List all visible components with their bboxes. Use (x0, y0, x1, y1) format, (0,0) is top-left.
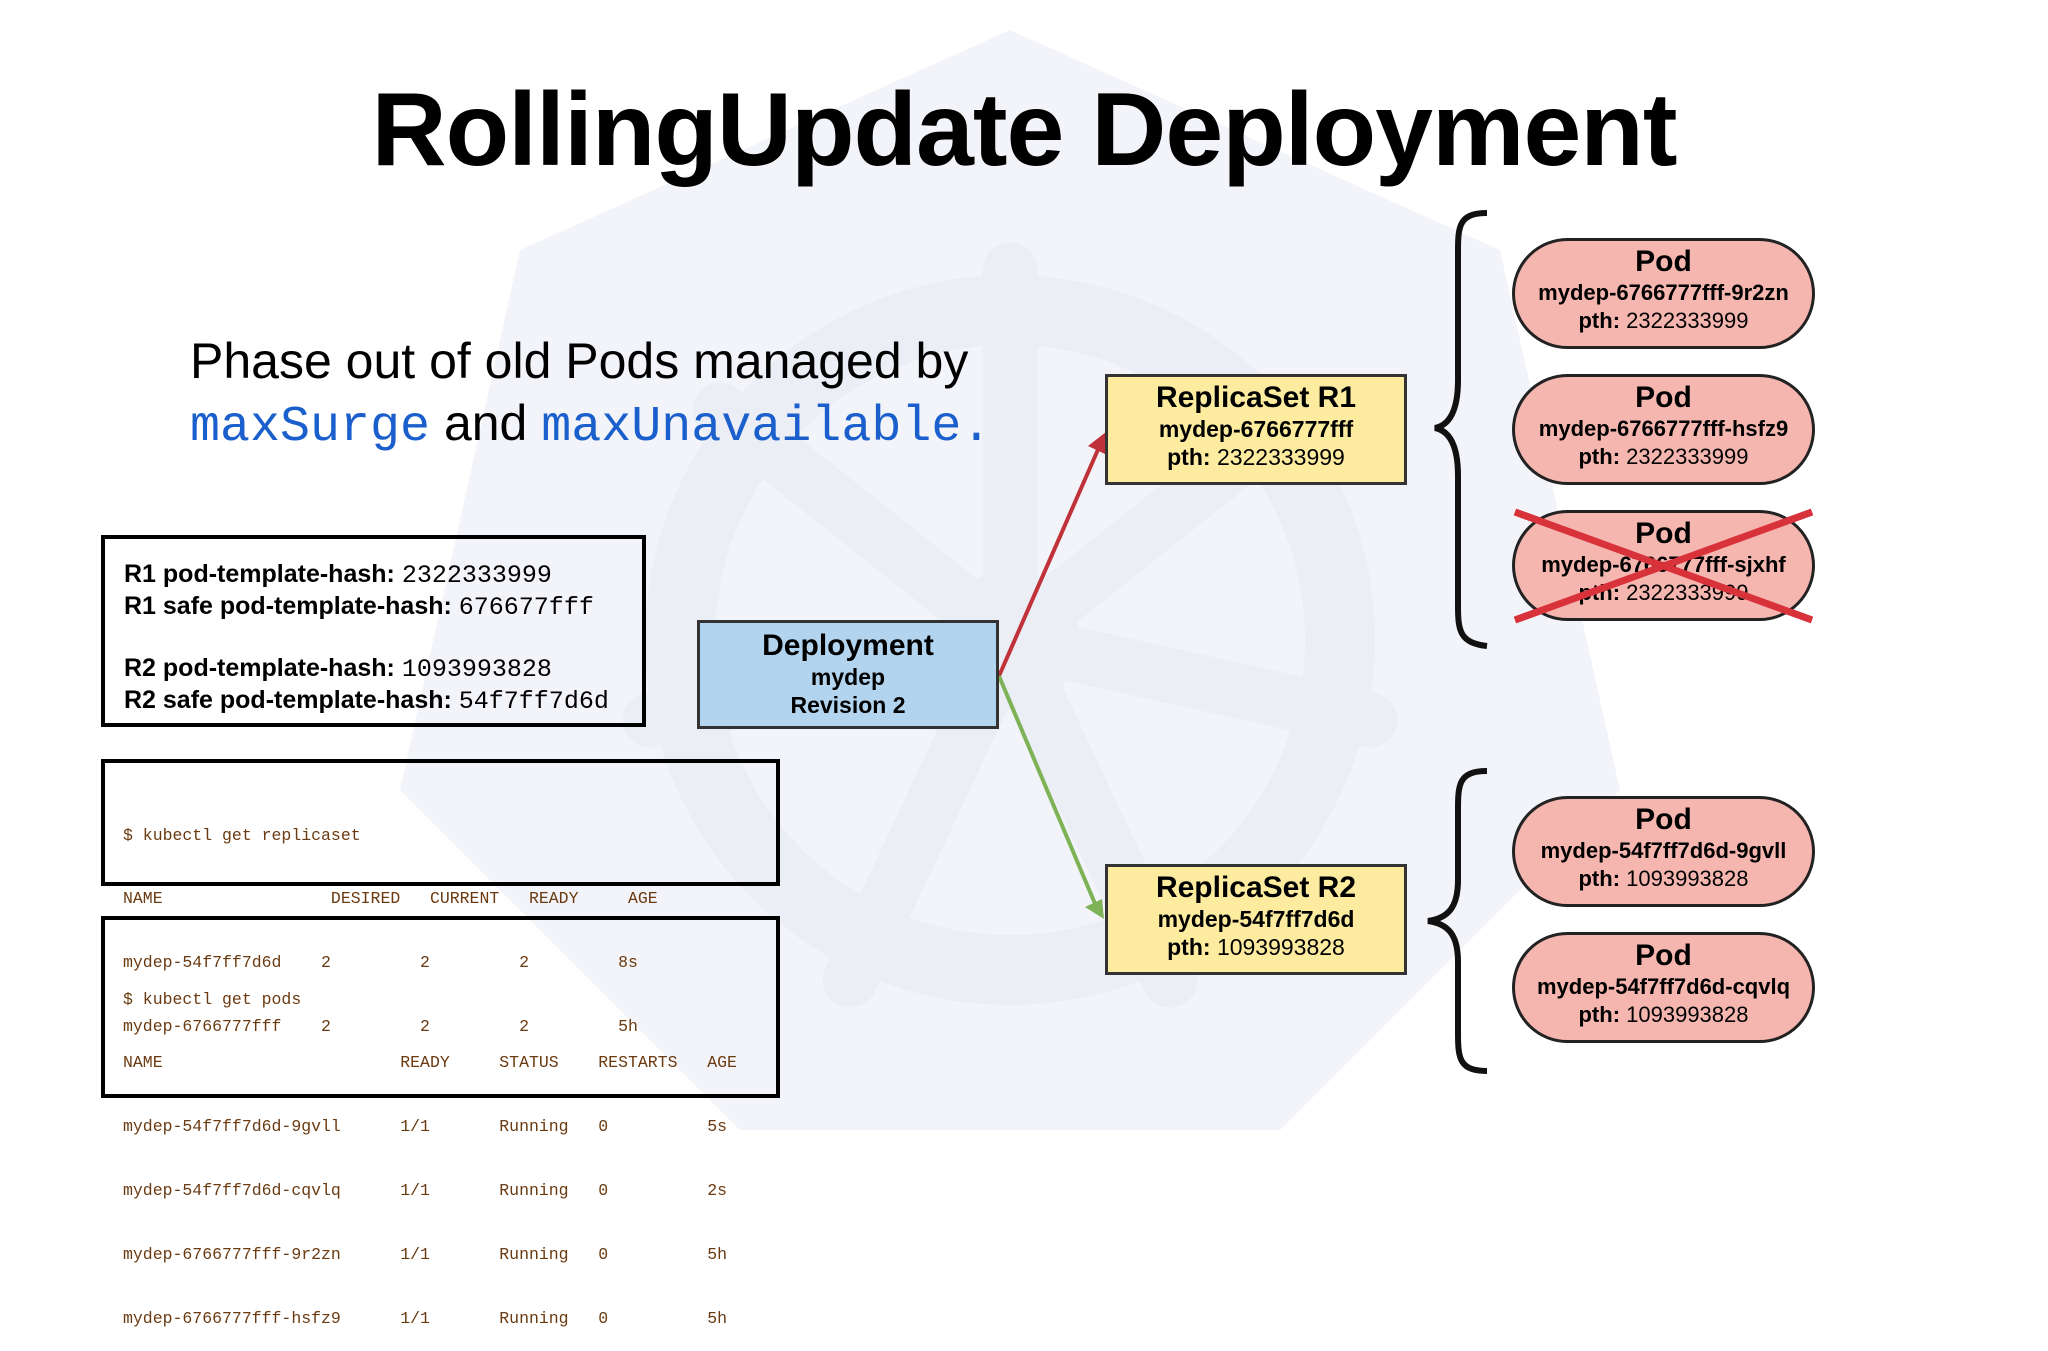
hash-label: R1 pod-template-hash: (124, 560, 395, 588)
terminal-command: $ kubectl get replicaset (123, 825, 361, 845)
hash-value: 54f7ff7d6d (458, 687, 609, 716)
pth-label: pth: (1578, 308, 1621, 333)
terminal-row: mydep-6766777fff 2 2 2 5h (123, 1017, 638, 1037)
pod-title: Pod (1635, 517, 1692, 550)
pod-title: Pod (1635, 803, 1692, 836)
pod-title: Pod (1635, 939, 1692, 972)
terminal-row: mydep-54f7ff7d6d-9gvll 1/1 Running 0 5s (123, 1117, 727, 1137)
pth-value: 2322333999 (1216, 444, 1345, 470)
hash-info-box: R1 pod-template-hash: 2322333999 R1 safe… (101, 535, 646, 727)
replicaset-pth: pth: 2322333999 (1108, 443, 1404, 471)
pth-value: 1093993828 (1216, 934, 1345, 960)
brace-r1-icon (1434, 210, 1488, 649)
replicaset-r1-box[interactable]: ReplicaSet R1 mydep-6766777fff pth: 2322… (1105, 374, 1407, 485)
terminal-row: mydep-54f7ff7d6d-cqvlq 1/1 Running 0 2s (123, 1181, 727, 1201)
pod-name: mydep-54f7ff7d6d-cqvlq (1536, 974, 1791, 999)
replicaset-title: ReplicaSet R2 (1155, 871, 1357, 904)
pod-name: mydep-6766777fff-9r2zn (1538, 280, 1789, 305)
deployment-title: Deployment (762, 629, 934, 662)
hash-row: R1 safe pod-template-hash: 676677fff (124, 591, 642, 623)
subtitle-and: and (430, 395, 542, 451)
pod-r1-1[interactable]: Pod mydep-6766777fff-9r2zn pth: 23223339… (1512, 238, 1815, 349)
pod-r1-2[interactable]: Pod mydep-6766777fff-hsfz9 pth: 23223339… (1512, 374, 1815, 485)
brace-r2-icon (1427, 768, 1488, 1074)
pth-value: 1093993828 (1626, 1002, 1749, 1027)
pod-title: Pod (1635, 245, 1692, 278)
terminal-command: $ kubectl get pods (123, 989, 302, 1009)
pod-r2-1[interactable]: Pod mydep-54f7ff7d6d-9gvll pth: 10939938… (1512, 796, 1815, 907)
pod-pth: pth: 2322333999 (1515, 307, 1812, 335)
pod-name: mydep-6766777fff-hsfz9 (1538, 416, 1789, 441)
pth-value: 2322333999 (1626, 444, 1749, 469)
pth-value: 2322333999 (1626, 580, 1749, 605)
pod-r1-3-terminated[interactable]: Pod mydep-6766777fff-sjxhf pth: 23223339… (1512, 510, 1815, 621)
max-unavailable-code: maxUnavailable. (541, 399, 992, 456)
replicaset-r2-box[interactable]: ReplicaSet R2 mydep-54f7ff7d6d pth: 1093… (1105, 864, 1407, 975)
hash-label: R2 pod-template-hash: (124, 654, 395, 682)
replicaset-pth: pth: 1093993828 (1108, 933, 1404, 961)
subtitle-line1: Phase out of old Pods managed by (190, 333, 969, 389)
replicaset-terminal: $ kubectl get replicaset NAME DESIRED CU… (101, 759, 780, 1036)
replicaset-name: mydep-54f7ff7d6d (1157, 906, 1355, 932)
hash-row: R1 pod-template-hash: 2322333999 (124, 559, 642, 591)
terminal-row: mydep-6766777fff-hsfz9 1/1 Running 0 5h (123, 1309, 727, 1329)
pod-name: mydep-6766777fff-sjxhf (1541, 552, 1786, 577)
pod-pth: pth: 1093993828 (1515, 1001, 1812, 1029)
pth-label: pth: (1167, 934, 1211, 960)
hash-row: R2 safe pod-template-hash: 54f7ff7d6d (124, 685, 642, 717)
pod-title: Pod (1635, 381, 1692, 414)
pod-pth: pth: 2322333999 (1515, 579, 1812, 607)
hash-value: 676677fff (458, 593, 594, 622)
replicaset-name: mydep-6766777fff (1158, 416, 1354, 442)
pth-value: 2322333999 (1626, 308, 1749, 333)
pod-pth: pth: 2322333999 (1515, 443, 1812, 471)
terminal-row: mydep-54f7ff7d6d 2 2 2 8s (123, 953, 638, 973)
hash-label: R1 safe pod-template-hash: (124, 592, 452, 620)
pth-value: 1093993828 (1626, 866, 1749, 891)
page-title: RollingUpdate Deployment (371, 72, 1678, 188)
terminal-header: NAME DESIRED CURRENT READY AGE (123, 889, 658, 909)
hash-label: R2 safe pod-template-hash: (124, 686, 452, 714)
pth-label: pth: (1578, 1002, 1621, 1027)
subtitle: Phase out of old Pods managed by maxSurg… (190, 330, 991, 459)
terminal-row: mydep-6766777fff-9r2zn 1/1 Running 0 5h (123, 1245, 727, 1265)
pth-label: pth: (1578, 444, 1621, 469)
hash-value: 1093993828 (401, 655, 552, 684)
pth-label: pth: (1578, 866, 1621, 891)
pth-label: pth: (1578, 580, 1621, 605)
hash-row: R2 pod-template-hash: 1093993828 (124, 653, 642, 685)
pth-label: pth: (1167, 444, 1211, 470)
deployment-box[interactable]: Deployment mydep Revision 2 (697, 620, 999, 729)
max-surge-code: maxSurge (190, 399, 431, 456)
deployment-revision: Revision 2 (790, 692, 906, 718)
pod-r2-2[interactable]: Pod mydep-54f7ff7d6d-cqvlq pth: 10939938… (1512, 932, 1815, 1043)
hash-value: 2322333999 (401, 561, 552, 590)
pod-name: mydep-54f7ff7d6d-9gvll (1540, 838, 1787, 863)
replicaset-title: ReplicaSet R1 (1155, 381, 1357, 414)
arrow-to-r1 (997, 432, 1106, 677)
arrow-to-r2 (997, 675, 1104, 919)
deployment-name: mydep (810, 664, 886, 690)
terminal-header: NAME READY STATUS RESTARTS AGE (123, 1053, 737, 1073)
pod-pth: pth: 1093993828 (1515, 865, 1812, 893)
